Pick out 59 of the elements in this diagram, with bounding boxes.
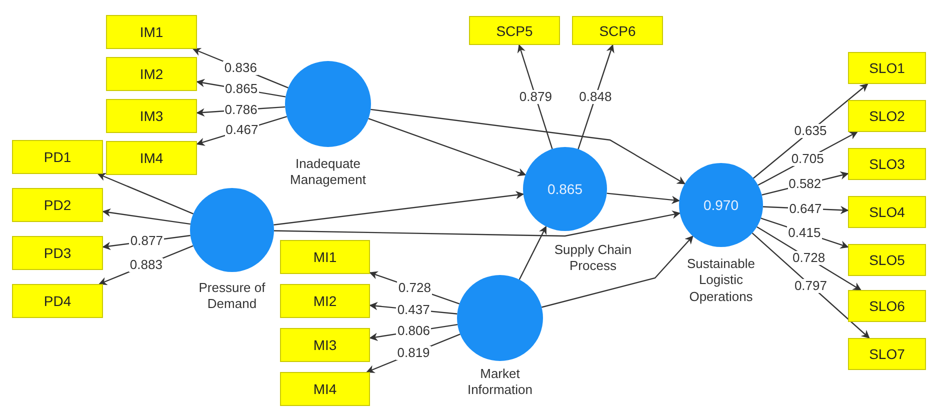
edge-label: 0.877 <box>129 234 164 248</box>
edge-label: 0.647 <box>788 202 823 216</box>
edge-label: 0.819 <box>396 346 431 360</box>
indicator-box: MI2 <box>280 284 370 318</box>
construct-label: Market Information <box>466 366 534 398</box>
edge-label: 0.705 <box>790 152 825 166</box>
indicator-box: PD3 <box>12 236 103 270</box>
indicator-box: MI1 <box>280 240 370 274</box>
indicator-box: IM4 <box>106 141 197 175</box>
edge-label: 0.728 <box>397 281 432 296</box>
construct-label: Supply Chain Process <box>553 242 633 274</box>
edge-label: 0.635 <box>793 124 828 138</box>
construct-circle <box>679 163 763 247</box>
arrow <box>97 173 194 214</box>
arrow <box>102 208 191 225</box>
edge-label: 0.728 <box>792 251 826 266</box>
r-squared-value: 0.970 <box>703 197 739 213</box>
construct-label: Sustainable Logistic Operations <box>686 256 756 305</box>
indicator-box: SLO6 <box>848 290 926 322</box>
indicator-box: PD2 <box>12 188 103 222</box>
arrow <box>752 232 870 339</box>
arrow <box>578 44 614 150</box>
construct-label: Inadequate Management <box>289 156 367 188</box>
r-squared-value: 0.865 <box>547 181 583 197</box>
edge-label: 0.437 <box>396 302 431 317</box>
edge-label: 0.836 <box>223 61 258 76</box>
indicator-box: SLO5 <box>848 244 926 276</box>
edge-label: 0.467 <box>224 123 260 138</box>
indicator-box: IM1 <box>106 15 197 49</box>
edge-label: 0.415 <box>787 226 822 240</box>
edge-label: 0.582 <box>788 177 822 192</box>
arrow <box>368 118 526 176</box>
indicator-box: SLO1 <box>848 52 926 84</box>
edge-label: 0.806 <box>396 324 432 338</box>
arrow <box>370 108 686 184</box>
indicator-box: IM2 <box>106 57 197 91</box>
edge-label: 0.797 <box>793 278 828 293</box>
indicator-box: SLO2 <box>848 100 926 132</box>
indicator-box: SCP6 <box>572 16 663 45</box>
indicator-box: MI3 <box>280 328 370 362</box>
indicator-box: MI4 <box>280 372 370 406</box>
indicator-box: SLO7 <box>848 338 926 370</box>
indicator-box: IM3 <box>106 99 197 133</box>
arrow <box>274 190 524 226</box>
indicator-box: SLO3 <box>848 148 926 180</box>
edge-label: 0.786 <box>224 102 258 117</box>
edge-label: 0.848 <box>578 90 613 104</box>
edge-label: 0.879 <box>518 90 553 104</box>
arrow <box>541 236 694 308</box>
arrow <box>606 192 680 204</box>
indicator-box: SCP5 <box>469 16 560 45</box>
construct-label: Pressure of Demand <box>198 280 266 312</box>
indicator-box: PD4 <box>12 284 103 318</box>
arrow <box>274 210 681 237</box>
indicator-box: SLO4 <box>848 196 926 228</box>
edge-label: 0.883 <box>128 258 164 272</box>
edge-label: 0.865 <box>224 82 259 96</box>
arrow <box>518 226 547 280</box>
indicator-box: PD1 <box>12 140 103 174</box>
